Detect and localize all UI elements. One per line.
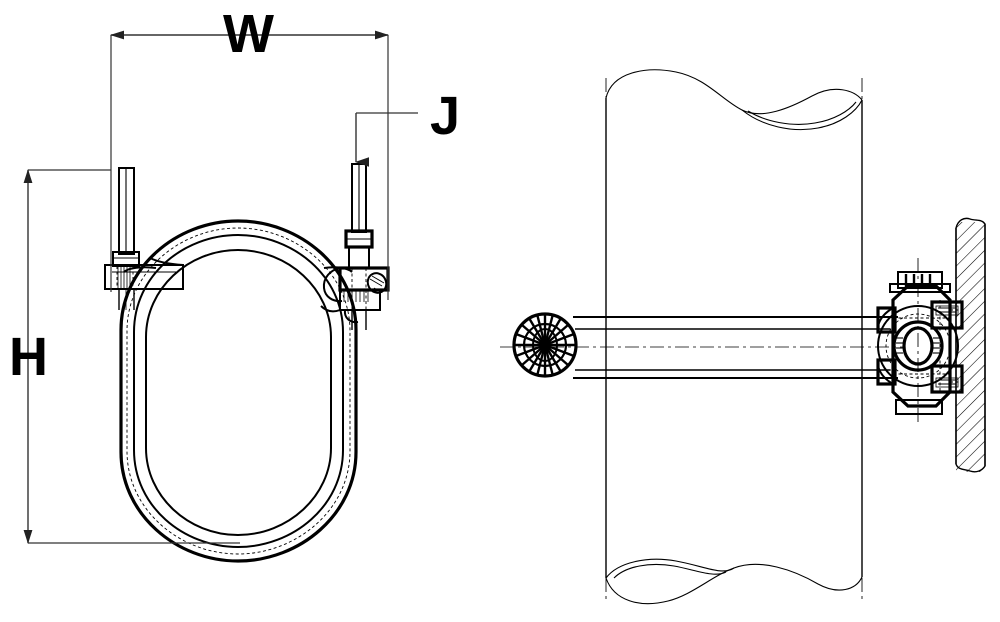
j-dimension-label: J [430, 86, 459, 146]
pipe-break-bottom [605, 558, 863, 605]
dimension-annotations: W H J [9, 4, 460, 544]
knurl-teeth [514, 314, 576, 376]
w-dimension-label: W [223, 4, 274, 64]
clamp-body [876, 258, 964, 424]
right-cam-washer [366, 272, 388, 294]
oval-clamp-band [119, 219, 358, 563]
front-view [104, 163, 390, 563]
clamp-fins [889, 271, 951, 293]
left-bolt [118, 167, 135, 310]
lug-thread-ticks [117, 266, 131, 289]
pipe-break-top [605, 69, 863, 131]
arm-clamp-joint [866, 307, 894, 385]
h-dimension-label: H [9, 327, 47, 387]
threaded-rod-section [955, 217, 986, 473]
support-arm [500, 316, 905, 379]
h-dimension: H [9, 169, 240, 544]
left-clamp-lug [104, 257, 184, 290]
w-dimension: W [110, 4, 389, 300]
knurled-adjuster-nut [512, 312, 578, 378]
right-lug-thread-ticks [343, 290, 369, 302]
boss-knurl [896, 337, 940, 354]
clamp-rod-hidden-details [935, 300, 962, 392]
side-view [500, 69, 986, 605]
j-leader: J [355, 86, 460, 167]
pipe-cylinder [605, 69, 863, 605]
